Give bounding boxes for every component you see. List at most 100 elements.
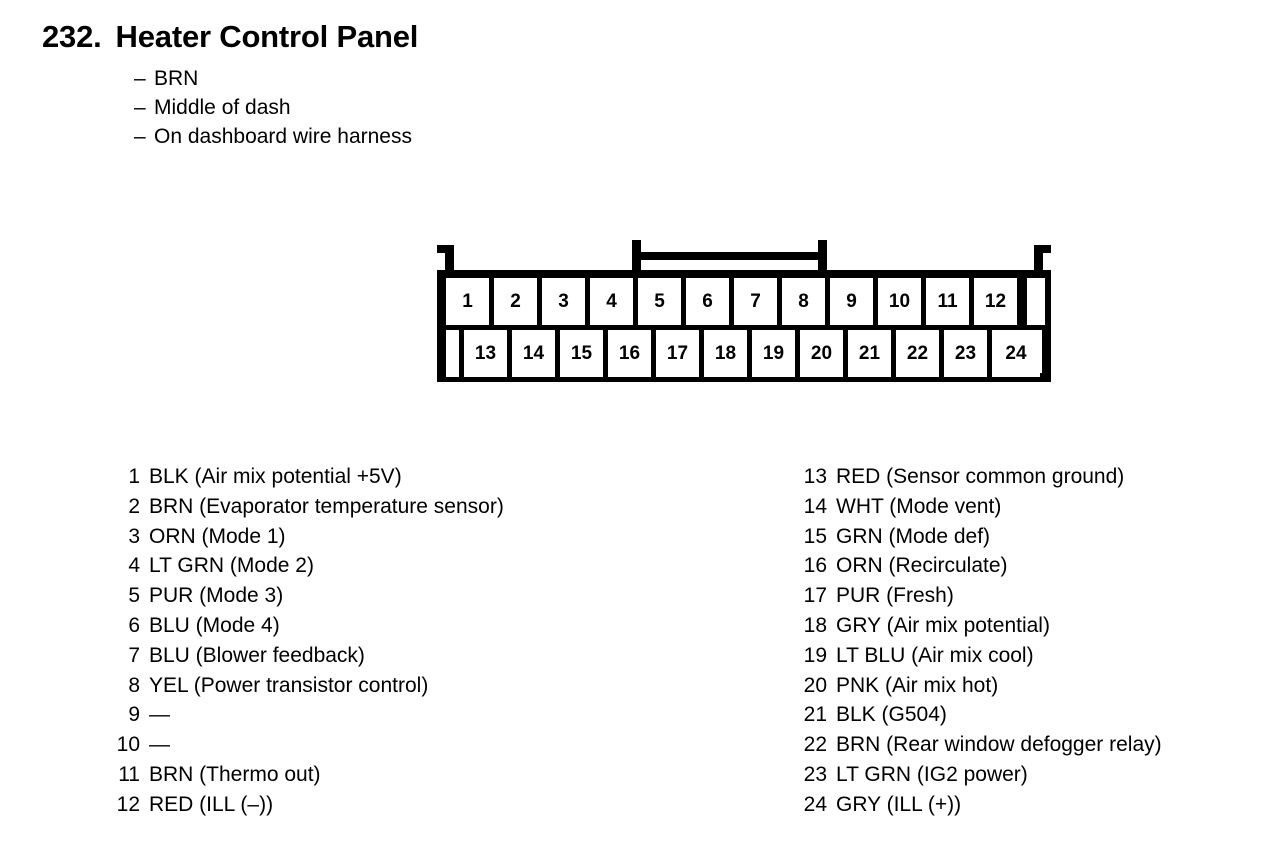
connector-pin-4: 4 bbox=[590, 278, 638, 325]
pin-entry-number: 23 bbox=[803, 762, 827, 786]
pin-row-separator bbox=[446, 325, 1042, 330]
pin-entry: 3 ORN (Mode 1) bbox=[108, 522, 504, 552]
header-detail-text: BRN bbox=[154, 67, 199, 90]
connector-pin-18: 18 bbox=[704, 330, 752, 377]
pin-entry-number: 17 bbox=[803, 584, 827, 608]
pin-entry-number: 18 bbox=[803, 613, 827, 637]
connector-corner-step-right bbox=[1034, 245, 1043, 278]
pin-entry: 19 LT BLU (Air mix cool) bbox=[795, 641, 1162, 671]
connector-pin-21: 21 bbox=[848, 330, 896, 377]
pin-entry-number: 5 bbox=[128, 584, 140, 608]
pin-entry-label: ORN (Mode 1) bbox=[149, 524, 286, 548]
pin-entry: 4 LT GRN (Mode 2) bbox=[108, 551, 504, 581]
pin-entry: 1 BLK (Air mix potential +5V) bbox=[108, 462, 504, 492]
connector-pin-1: 1 bbox=[446, 278, 494, 325]
header-block: 232.Heater Control Panel –BRN–Middle of … bbox=[42, 18, 418, 151]
header-detail-dash: – bbox=[134, 67, 146, 90]
connector-pin-11: 11 bbox=[926, 278, 974, 325]
header-detail-row: –On dashboard wire harness bbox=[134, 122, 418, 151]
pin-entry-label: YEL (Power transistor control) bbox=[149, 673, 429, 697]
connector-pin-2: 2 bbox=[494, 278, 542, 325]
pin-entry: 15 GRN (Mode def) bbox=[795, 522, 1162, 552]
header-detail-text: On dashboard wire harness bbox=[154, 125, 412, 148]
pin-entry: 18 GRY (Air mix potential) bbox=[795, 611, 1162, 641]
pin-entry-number: 6 bbox=[128, 613, 140, 637]
header-detail-text: Middle of dash bbox=[154, 96, 291, 119]
pin-entry-label: BLK (G504) bbox=[836, 703, 947, 727]
pin-entry-number: 3 bbox=[128, 524, 140, 548]
connector-latch bbox=[632, 240, 827, 278]
pin-entry: 9— bbox=[108, 700, 504, 730]
pin-entry-label: ORN (Recirculate) bbox=[836, 554, 1008, 578]
page-title-text: Heater Control Panel bbox=[115, 19, 419, 54]
pin-entry: 17 PUR (Fresh) bbox=[795, 581, 1162, 611]
pin-entry: 8 YEL (Power transistor control) bbox=[108, 671, 504, 701]
connector-pin-12: 12 bbox=[974, 278, 1022, 325]
connector-pin-20: 20 bbox=[800, 330, 848, 377]
header-detail-row: –BRN bbox=[134, 64, 418, 93]
pin-entry: 20 PNK (Air mix hot) bbox=[795, 671, 1162, 701]
pin-entry-label: PUR (Fresh) bbox=[836, 584, 954, 608]
pin-entry: 7 BLU (Blower feedback) bbox=[108, 641, 504, 671]
header-detail-dash: – bbox=[134, 125, 146, 148]
pin-entry-number: 8 bbox=[128, 673, 140, 697]
pin-entry-label: — bbox=[149, 703, 170, 727]
connector-pin-23: 23 bbox=[944, 330, 992, 377]
pin-entry-number: 2 bbox=[128, 494, 140, 518]
connector-pin-7: 7 bbox=[734, 278, 782, 325]
pin-entry-label: RED (ILL (–)) bbox=[149, 792, 274, 816]
pin-entry-label: RED (Sensor common ground) bbox=[836, 465, 1125, 488]
pin-entry-number: 4 bbox=[128, 554, 140, 578]
connector-pin-13: 13 bbox=[464, 330, 512, 377]
pin-entry-label: LT BLU (Air mix cool) bbox=[836, 643, 1034, 667]
pin-entry-number: 1 bbox=[128, 465, 140, 488]
pin-entry-number: 11 bbox=[118, 762, 140, 786]
pin-entry-number: 10 bbox=[116, 733, 140, 757]
pin-entry-label: BLU (Mode 4) bbox=[149, 613, 280, 637]
pin-entry-label: BLK (Air mix potential +5V) bbox=[149, 465, 402, 488]
pin-entry-number: 19 bbox=[803, 643, 827, 667]
pin-entry-number: 21 bbox=[803, 703, 827, 727]
pin-entry-number: 7 bbox=[128, 643, 140, 667]
connector-top-wall bbox=[454, 270, 1034, 278]
connector-pin-9: 9 bbox=[830, 278, 878, 325]
pin-entry-label: PNK (Air mix hot) bbox=[836, 673, 999, 697]
header-detail-row: –Middle of dash bbox=[134, 93, 418, 122]
pin-entry-number: 24 bbox=[803, 792, 827, 816]
pin-entry-number: 9 bbox=[128, 703, 140, 727]
connector-pin-15: 15 bbox=[560, 330, 608, 377]
connector-blank-cell bbox=[446, 330, 464, 377]
pin-entry: 16 ORN (Recirculate) bbox=[795, 551, 1162, 581]
latch-crossbar bbox=[632, 252, 827, 260]
connector-pin-14: 14 bbox=[512, 330, 560, 377]
pin-entry-label: WHT (Mode vent) bbox=[836, 494, 1002, 518]
pin-entry-label: BLU (Blower feedback) bbox=[149, 643, 365, 667]
header-detail-list: –BRN–Middle of dash–On dashboard wire ha… bbox=[134, 64, 418, 151]
page-title-number: 232. bbox=[42, 19, 102, 54]
header-detail-dash: – bbox=[134, 96, 146, 119]
pin-entry-label: GRY (Air mix potential) bbox=[836, 613, 1050, 637]
pin-entry-label: LT GRN (Mode 2) bbox=[149, 554, 314, 578]
pin-entry-label: GRN (Mode def) bbox=[836, 524, 991, 548]
pin-entry: 21 BLK (G504) bbox=[795, 700, 1162, 730]
pin-entry-number: 15 bbox=[803, 524, 827, 548]
pin-entry-label: — bbox=[149, 733, 170, 757]
connector-pin-3: 3 bbox=[542, 278, 590, 325]
pin-entry-number: 16 bbox=[803, 554, 827, 578]
connector-pin-5: 5 bbox=[638, 278, 686, 325]
connector-pin-8: 8 bbox=[782, 278, 830, 325]
pin-entry-number: 20 bbox=[803, 673, 827, 697]
connector-pin-6: 6 bbox=[686, 278, 734, 325]
